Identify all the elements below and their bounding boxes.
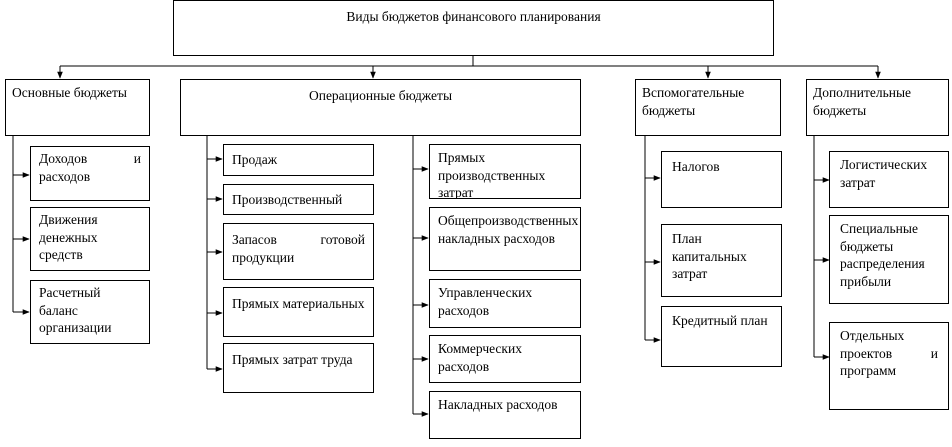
diagram-title: Виды бюджетов финансового планирования [346, 9, 601, 24]
budget-label: Запасов готовой продукции [232, 232, 365, 265]
budget-label: Отдельных проектов и программ [840, 328, 938, 378]
budget-box-logistics: Логистических затрат [829, 151, 949, 208]
budget-box-capital-expenditure-plan: План капитальных затрат [661, 224, 782, 297]
budget-label: Движения денежных средств [39, 212, 98, 262]
budget-box-direct-production-costs: Прямых производственных затрат [429, 144, 581, 199]
budget-label: Коммерческих расходов [438, 341, 522, 374]
budget-box-direct-labor: Прямых затрат труда [223, 343, 374, 393]
budget-box-balance-sheet: Расчетный баланс организации [30, 280, 150, 344]
category-operational-budgets: Операционные бюджеты [180, 79, 581, 136]
category-auxiliary-budgets: Вспомогательные бюджеты [635, 79, 781, 136]
budget-label: Логистических затрат [840, 157, 928, 190]
budget-label: Общепроизводственных накладных расходов [438, 213, 579, 246]
category-label: Основные бюджеты [12, 85, 128, 100]
budget-label: Накладных расходов [438, 397, 558, 412]
budget-box-overhead: Накладных расходов [429, 391, 581, 439]
category-label: Операционные бюджеты [308, 88, 453, 103]
budget-label: Производственный [232, 192, 343, 207]
budget-label: Управленческих расходов [438, 285, 533, 318]
budget-label: Расчетный баланс организации [39, 285, 112, 335]
budget-box-finished-goods: Запасов готовой продукции [223, 223, 374, 280]
budget-label: Специальные бюджеты распределения прибыл… [840, 221, 925, 289]
budget-label: Продаж [232, 152, 278, 167]
budget-box-factory-overhead: Общепроизводственных накладных расходов [429, 207, 581, 271]
budget-box-credit-plan: Кредитный план [661, 306, 782, 367]
budget-box-administrative: Управленческих расходов [429, 279, 581, 328]
category-label: Вспомогательные бюджеты [642, 85, 745, 118]
budget-box-cash-flow: Движения денежных средств [30, 207, 150, 271]
budget-label: Прямых затрат труда [232, 352, 353, 367]
budget-box-sales: Продаж [223, 144, 374, 176]
budget-label: Прямых материальных [232, 296, 365, 311]
budget-box-projects-programs: Отдельных проектов и программ [829, 322, 949, 410]
category-basic-budgets: Основные бюджеты [5, 79, 150, 136]
budget-box-income-expenses: Доходов и расходов [30, 146, 150, 201]
category-label: Дополнительные бюджеты [813, 85, 912, 118]
budget-box-profit-distribution: Специальные бюджеты распределения прибыл… [829, 215, 949, 304]
diagram-title-box: Виды бюджетов финансового планирования [173, 0, 774, 56]
budget-label: Доходов и расходов [39, 151, 141, 184]
budget-box-production: Производственный [223, 184, 374, 215]
budget-label: Кредитный план [672, 313, 768, 328]
budget-label: План капитальных затрат [672, 231, 747, 281]
budget-label: Налогов [672, 159, 720, 174]
category-additional-budgets: Дополнительные бюджеты [806, 79, 949, 136]
budget-box-taxes: Налогов [661, 151, 782, 208]
budget-box-commercial: Коммерческих расходов [429, 335, 581, 383]
budget-label: Прямых производственных затрат [438, 150, 546, 199]
budget-box-direct-materials: Прямых материальных [223, 287, 374, 337]
